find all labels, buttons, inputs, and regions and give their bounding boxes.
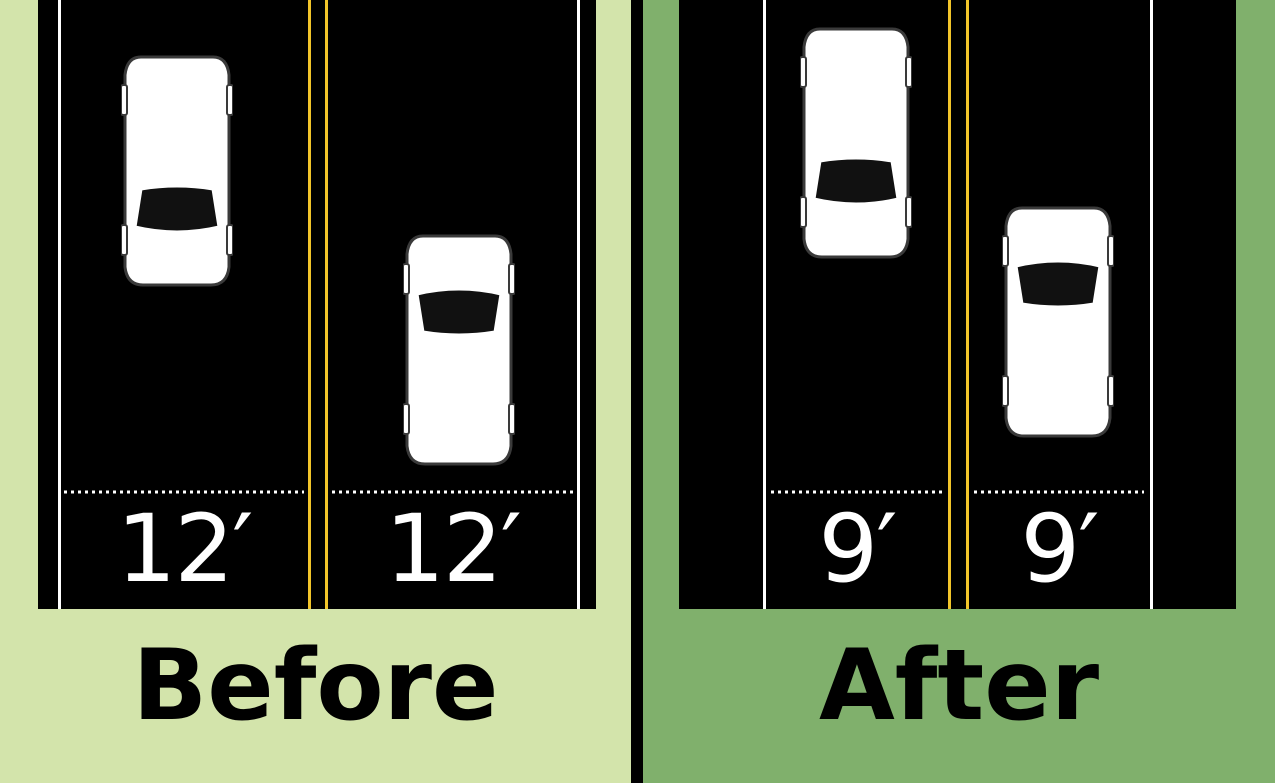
before-panel: 12′ 12′ Before — [0, 0, 631, 783]
before-lane-2-width-arrow — [330, 483, 575, 501]
after-panel: 9′ 9′ After — [643, 0, 1275, 783]
before-center-line-1 — [308, 0, 311, 609]
after-lane-1-width-arrow — [769, 483, 945, 501]
car-down-icon — [800, 25, 912, 261]
after-road — [679, 0, 1236, 609]
before-lane-2-width-label: 12′ — [385, 495, 522, 604]
before-right-edge-line — [577, 0, 580, 609]
before-lane-1-width-label: 12′ — [116, 495, 254, 604]
after-left-edge-line — [763, 0, 766, 609]
car-up-icon — [1002, 204, 1114, 440]
before-center-line-2 — [325, 0, 328, 609]
after-center-line-2 — [966, 0, 969, 609]
after-caption: After — [818, 629, 1100, 743]
after-lane-2-width-arrow — [972, 483, 1146, 501]
after-center-line-1 — [948, 0, 951, 609]
after-right-edge-line — [1150, 0, 1153, 609]
panel-divider — [631, 0, 643, 783]
before-caption: Before — [132, 629, 499, 743]
car-up-icon — [403, 232, 515, 468]
before-left-edge-line — [58, 0, 61, 609]
before-lane-1-width-arrow — [62, 483, 306, 501]
after-lane-2-width-label: 9′ — [1020, 495, 1099, 604]
after-lane-1-width-label: 9′ — [818, 495, 897, 604]
car-down-icon — [121, 53, 233, 289]
